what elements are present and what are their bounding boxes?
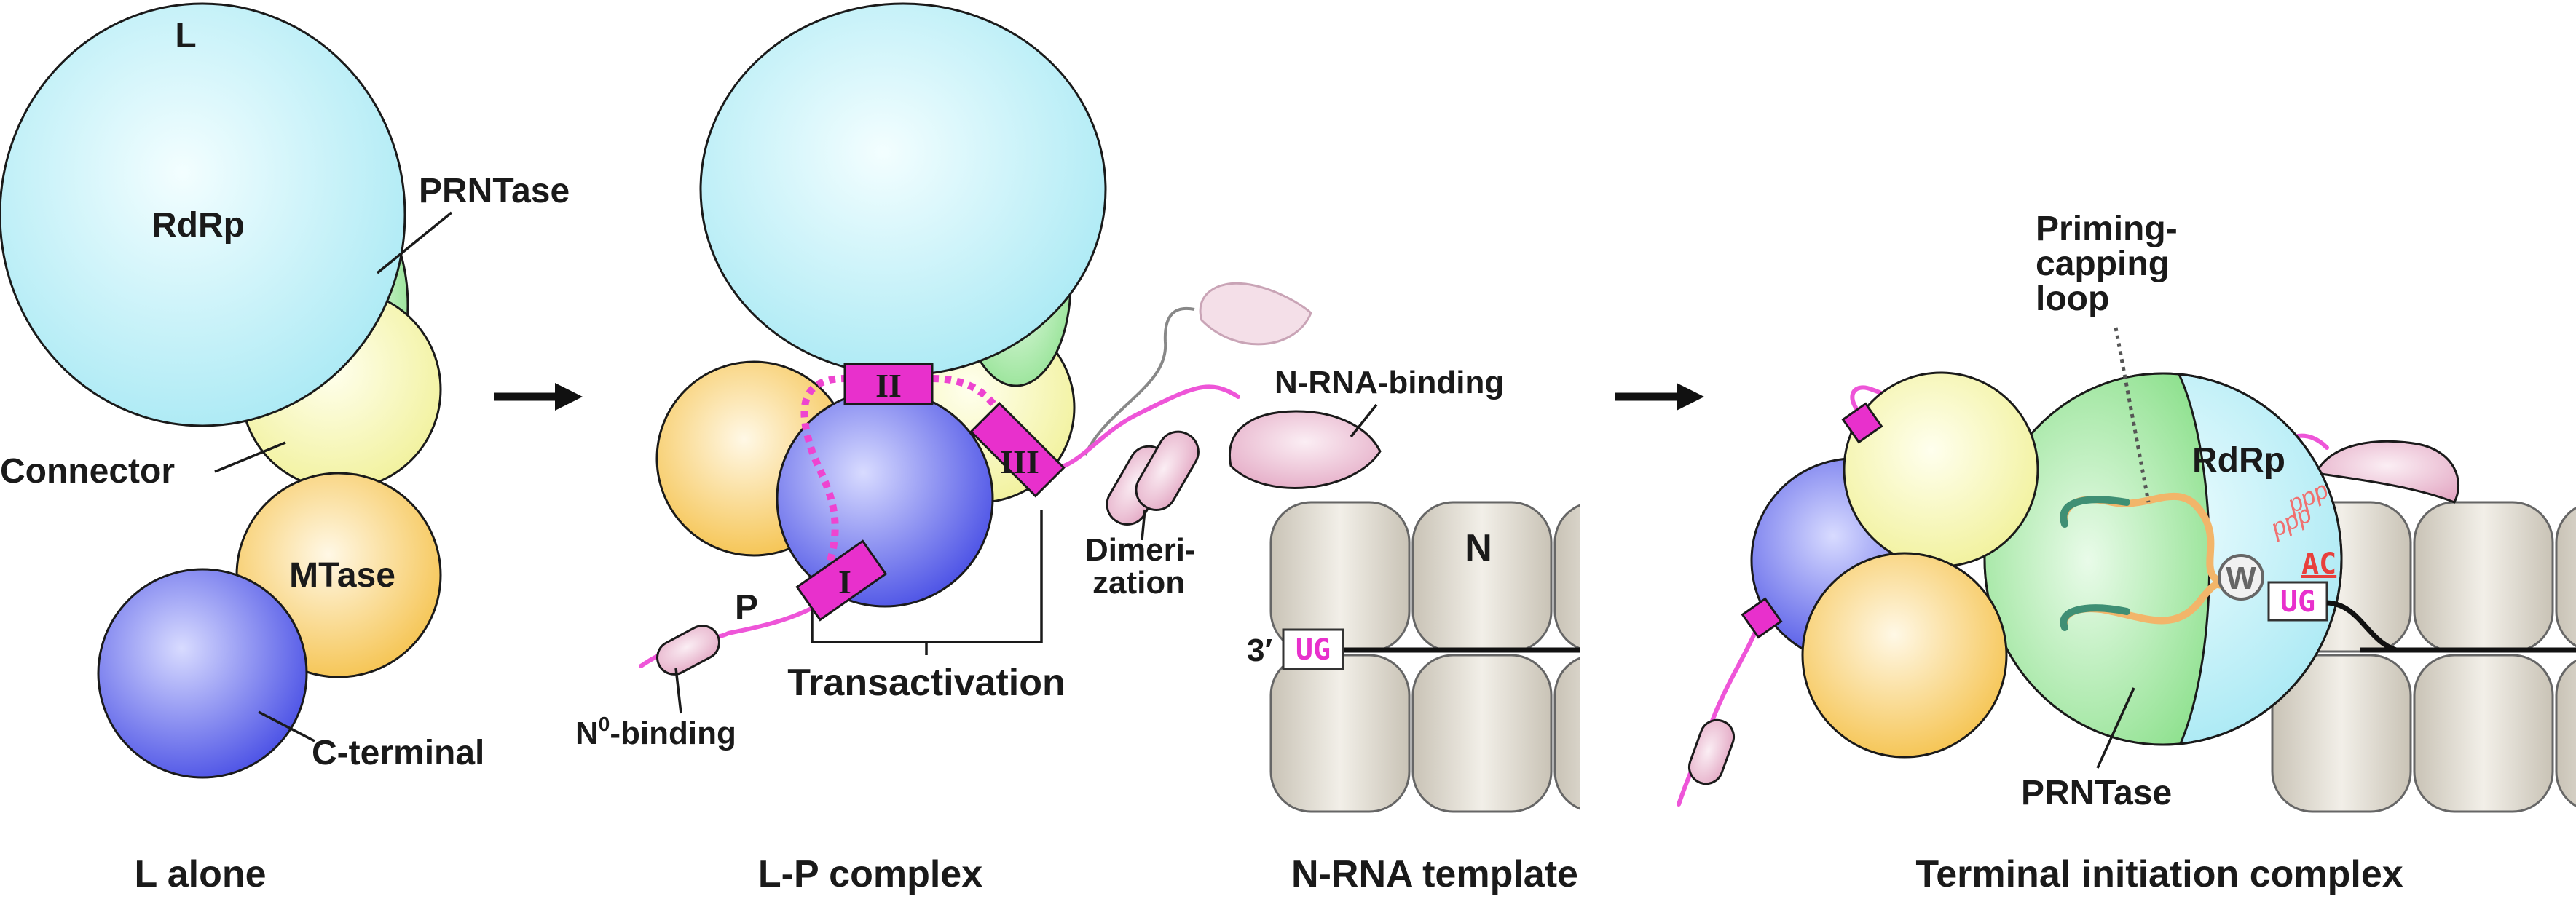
prntase-leader (376, 211, 453, 274)
label-connector: Connector (0, 452, 175, 491)
ug-box (2267, 581, 2328, 622)
rdrp-outline (1983, 372, 2343, 746)
motif-label-I: I (838, 563, 851, 601)
label-n-rna-binding: N-RNA-binding (1275, 365, 1504, 400)
motif-label-II: II (875, 367, 902, 404)
n0-binding-domain (656, 625, 720, 676)
mtase-domain (1801, 552, 2008, 759)
label-dimer-1: Dimeri- (1085, 532, 1196, 568)
label-W: W (2226, 561, 2256, 596)
label-transactivation: Transactivation (787, 662, 1065, 704)
connector-domain (1843, 371, 2039, 568)
label-3prime: 3′ (1247, 633, 1272, 668)
p-motif-II (843, 363, 934, 405)
panel-n-rna-template: N 3′ UG N-RNA template (1247, 501, 1580, 895)
label-n0-binding: N0-binding (575, 713, 736, 751)
n-rna-binding-domain (2314, 440, 2460, 504)
rna-exit (2326, 600, 2398, 653)
label-P: P (735, 588, 758, 627)
loop-end-lower (2060, 604, 2130, 631)
label-rdrp: RdRp (151, 206, 245, 245)
label-loop-3: loop (2036, 280, 2109, 318)
label-ug: UG (1296, 633, 1331, 667)
rdrp-domain (699, 2, 1107, 376)
n-protein (1553, 657, 1580, 810)
label-loop-2: capping (2036, 245, 2170, 283)
label-c-terminal: C-terminal (312, 734, 484, 772)
caption-terminal-initiation: Terminal initiation complex (1915, 853, 2403, 895)
dimerization-leader (1141, 509, 1146, 541)
label-ug: UG (2280, 585, 2315, 619)
n-rna-binding-leader (1350, 403, 1378, 438)
panel-lp-complex: II III I P N0-binding Transactivation Di… (575, 2, 1504, 895)
label-L: L (175, 17, 196, 55)
right-arrow-icon (1615, 383, 1704, 411)
n-protein (2555, 506, 2576, 648)
n-protein (1269, 654, 1411, 813)
caption-n-rna-template: N-RNA template (1291, 853, 1578, 895)
connector-leader (214, 441, 286, 473)
n-protein (2271, 654, 2412, 813)
caption-l-alone: L alone (134, 853, 266, 895)
p-motif-I (795, 539, 888, 622)
label-N: N (1465, 527, 1492, 569)
p-linker-gray (1084, 306, 1195, 456)
n-rna-binding-domain-faded (1199, 282, 1312, 346)
priming-loop-leader (2114, 327, 2151, 503)
n-protein (1411, 654, 1553, 813)
right-arrow-icon (494, 383, 583, 411)
label-rdrp: RdRp (2192, 441, 2285, 480)
w-residue (2218, 554, 2264, 601)
n0-binding-leader (674, 668, 682, 714)
label-dimer-2: zation (1092, 565, 1185, 601)
n-protein (2413, 654, 2554, 813)
panel-l-alone: L RdRp PRNTase Connector MTase C-termina… (0, 2, 570, 895)
c-terminal-leader (258, 710, 315, 742)
dimerization-domain-2 (1135, 430, 1200, 511)
label-loop-1: Priming- (2036, 210, 2178, 248)
n-protein (1411, 501, 1553, 653)
label-prntase: PRNTase (2021, 774, 2172, 812)
label-mtase: MTase (289, 556, 395, 595)
rdrp-domain (0, 2, 406, 427)
label-ac: AC (2301, 547, 2336, 581)
n-protein (2555, 659, 2576, 808)
p-motif (1741, 597, 1783, 639)
p-linker-to-nrna (1036, 384, 1240, 471)
n-protein (2413, 501, 2554, 653)
motif-label-III: III (1000, 443, 1039, 480)
n-protein (1553, 504, 1580, 650)
caption-lp-complex: L-P complex (758, 853, 982, 895)
c-terminal-domain (97, 568, 308, 779)
p-motif (1841, 402, 1883, 444)
prntase-leader (2096, 687, 2135, 769)
label-prntase: PRNTase (419, 172, 570, 210)
panel-terminal-initiation: W ppp ppp AC UG Priming- capping loop Rd… (1677, 210, 2576, 895)
n-rna-binding-domain (1229, 410, 1382, 489)
n0-binding-domain (1687, 718, 1736, 785)
ug-box (1282, 628, 1344, 670)
loop-end-upper (2060, 496, 2130, 528)
p-motif-III (969, 401, 1066, 498)
